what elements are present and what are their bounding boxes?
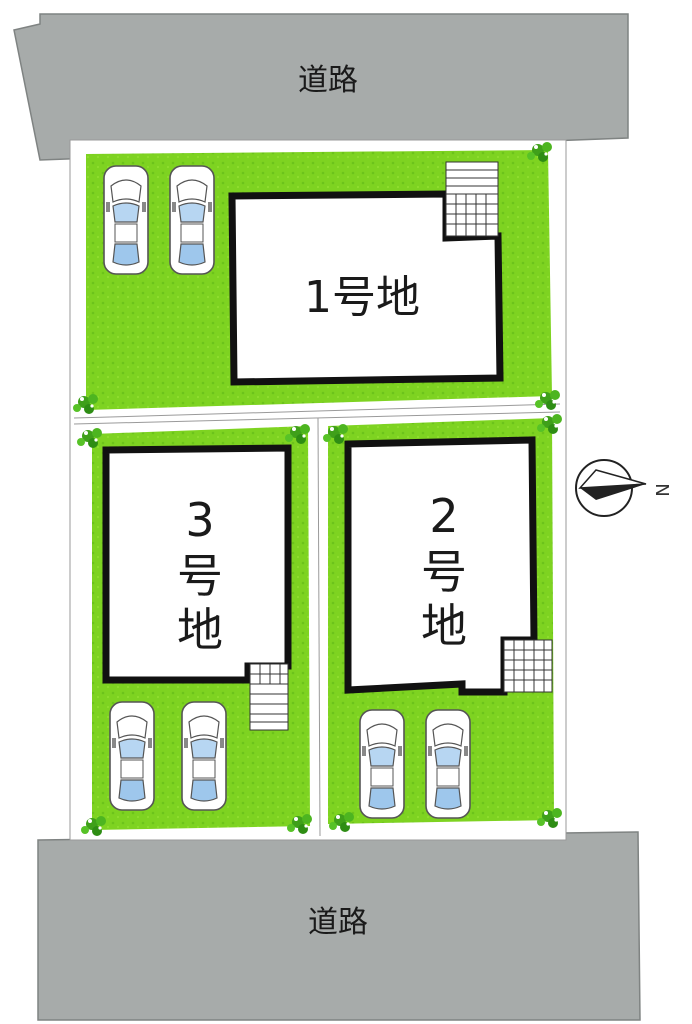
lot-2-car-2-icon [425,709,471,819]
lot-3-label-kanji-1: 号 [177,549,223,603]
lot-3-label-kanji-2: 地 [177,603,223,657]
lot-3-building [102,444,292,684]
lot-3-car-1-icon [109,701,155,811]
lot-2-car-1-icon [359,709,405,819]
lot-2-label-kanji-2: 地 [421,599,467,653]
bottom-road-label: 道路 [308,905,368,940]
compass-north-label: N [651,483,672,496]
lot-3-label-number: 3 [185,493,214,547]
lot-1-car-2-icon [169,165,215,275]
top-road-label: 道路 [298,63,358,98]
lot-2-label-kanji-1: 号 [421,545,467,599]
lot-3-stairs-icon [249,663,289,731]
compass-icon: N [575,459,672,517]
lot-1-label: 1号地 [304,272,420,323]
lot-1-stairs-icon [445,161,499,237]
lot-1-car-1-icon [103,165,149,275]
lot-2-stairs-icon [503,639,553,693]
top-road [13,13,629,161]
lot-2-label-number: 2 [429,489,458,543]
lot-3-car-2-icon [181,701,227,811]
